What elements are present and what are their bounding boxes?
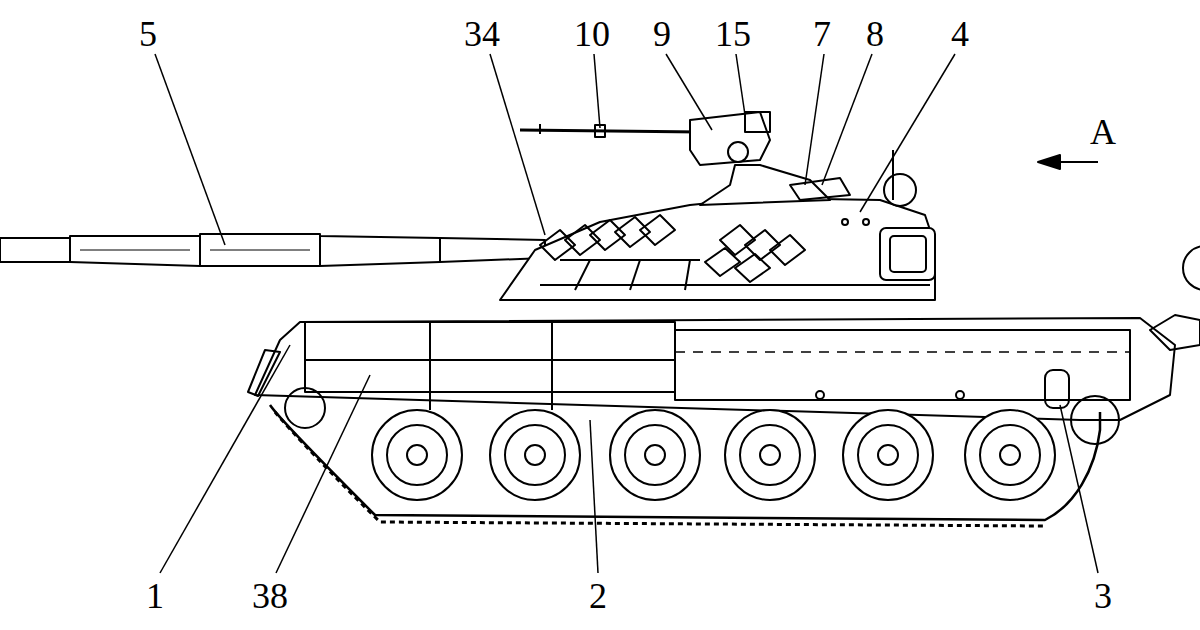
callout-number: 34 [464,16,500,52]
callout-number: 2 [589,578,607,614]
callout-number: 10 [574,16,610,52]
callout-number: 15 [715,16,751,52]
label-anchor: 10 [574,16,610,52]
callout-number: 5 [139,16,157,52]
label-anchor: 1 [146,578,164,614]
label-anchor: 7 [813,16,831,52]
label-anchor: 34 [464,16,500,52]
callout-number: 8 [866,16,884,52]
callout-number: 3 [1094,578,1112,614]
label-anchor: 15 [715,16,751,52]
label-anchor: 2 [589,578,607,614]
label-anchor: A [1090,114,1116,150]
callout-number: 7 [813,16,831,52]
callout-number: A [1090,114,1116,150]
label-anchor: 8 [866,16,884,52]
turret [500,150,935,300]
callout-number: 1 [146,578,164,614]
leader-lines [155,54,1098,573]
label-anchor: 38 [252,578,288,614]
label-anchor: 9 [653,16,671,52]
label-anchor: 4 [951,16,969,52]
callout-number: 4 [951,16,969,52]
gun-barrel [0,234,545,266]
callout-number: 38 [252,578,288,614]
label-anchor: 3 [1094,578,1112,614]
label-anchor: 5 [139,16,157,52]
callout-number: 9 [653,16,671,52]
cupola-machine-gun [520,112,850,205]
hull [248,246,1200,420]
running-gear [270,388,1119,526]
view-arrow [1038,155,1098,169]
